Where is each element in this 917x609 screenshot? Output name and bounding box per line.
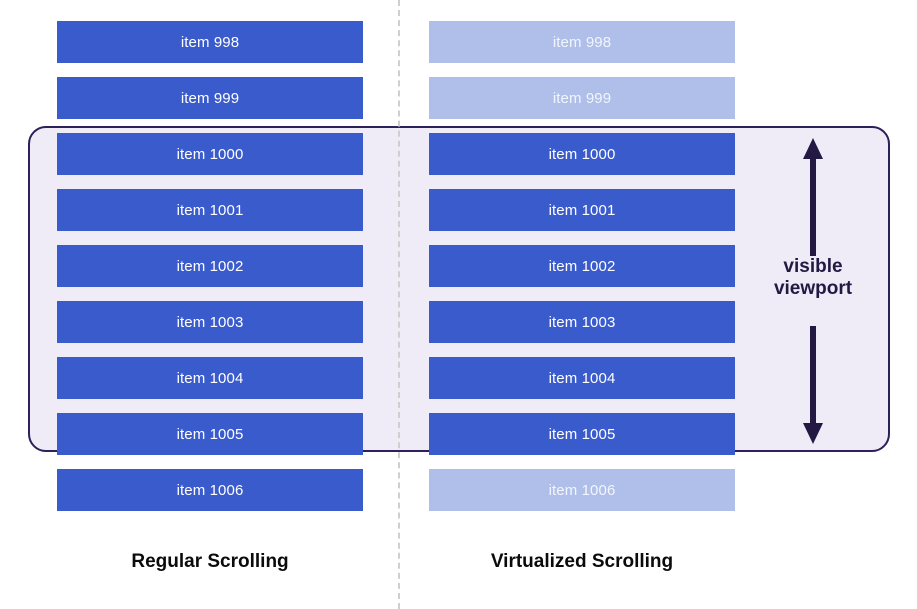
list-item[interactable]: item 1002: [57, 245, 363, 287]
list-item[interactable]: item 1004: [429, 357, 735, 399]
list-item[interactable]: item 1005: [57, 413, 363, 455]
list-item[interactable]: item 1005: [429, 413, 735, 455]
list-item[interactable]: item 1001: [429, 189, 735, 231]
list-item[interactable]: item 999: [57, 77, 363, 119]
list-item[interactable]: item 998: [57, 21, 363, 63]
virtualized-scrolling-caption: Virtualized Scrolling: [490, 551, 674, 572]
list-item[interactable]: item 998: [429, 21, 735, 63]
visible-viewport-label-line1: visible: [783, 256, 843, 277]
list-item[interactable]: item 1003: [429, 301, 735, 343]
viewport-extent-arrow-icon: [802, 138, 824, 444]
regular-scrolling-caption: Regular Scrolling: [131, 551, 289, 572]
list-item[interactable]: item 1000: [57, 133, 363, 175]
visible-viewport-label-line2: viewport: [773, 278, 853, 299]
list-item[interactable]: item 1000: [429, 133, 735, 175]
list-item[interactable]: item 1006: [57, 469, 363, 511]
list-item[interactable]: item 1006: [429, 469, 735, 511]
column-divider: [398, 0, 400, 609]
list-item[interactable]: item 1004: [57, 357, 363, 399]
visible-viewport-label: visible viewport: [742, 256, 884, 300]
list-item[interactable]: item 1001: [57, 189, 363, 231]
list-item[interactable]: item 1002: [429, 245, 735, 287]
list-item[interactable]: item 1003: [57, 301, 363, 343]
list-item[interactable]: item 999: [429, 77, 735, 119]
